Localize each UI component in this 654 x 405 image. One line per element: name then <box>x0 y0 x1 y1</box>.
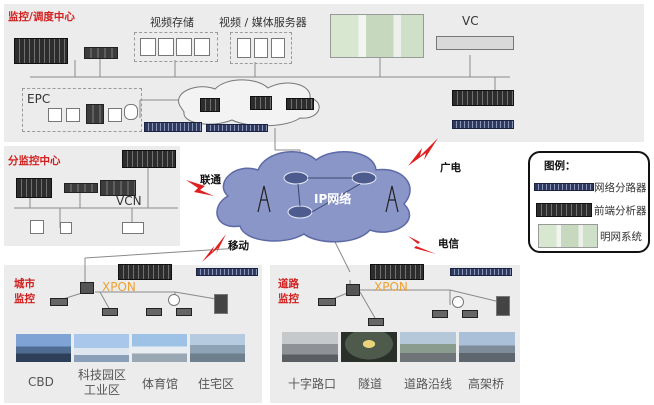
olt-device <box>80 282 94 294</box>
frontend-analyzer-device <box>118 264 172 280</box>
wireless-terminal <box>496 296 510 316</box>
server-unit <box>271 38 285 58</box>
frontend-analyzer-device <box>122 150 176 168</box>
vcn-label: VCN <box>116 194 142 208</box>
telecom-label: 电信 <box>438 238 459 250</box>
guangdian-label: 广电 <box>440 162 461 174</box>
epc-unit <box>124 104 138 120</box>
city-title-line1: 城市 <box>14 278 35 290</box>
vc-terminal <box>436 36 514 50</box>
storage-unit <box>140 38 156 56</box>
city-xpon-label: XPON <box>102 280 136 294</box>
epc-label: EPC <box>27 92 51 106</box>
network-router-device <box>144 122 202 132</box>
overpass-label: 高架桥 <box>468 377 505 391</box>
camera <box>176 308 192 316</box>
city-title: 城市监控 <box>14 277 35 307</box>
legend-ming-label: 明网系统 <box>600 231 642 243</box>
road-title: 道路监控 <box>278 277 299 307</box>
road-xpon-label: XPON <box>374 280 408 294</box>
park-photo <box>74 334 129 362</box>
frontend-analyzer-device <box>370 264 424 280</box>
camera <box>102 308 118 316</box>
network-router-device <box>450 268 512 276</box>
ming-system-screens <box>330 14 424 58</box>
storage-unit <box>158 38 174 56</box>
camera <box>368 318 384 326</box>
ip-network-label: IP网络 <box>314 192 352 206</box>
network-router-device <box>206 124 268 132</box>
tunnel-label: 隧道 <box>358 377 383 391</box>
pc-unit <box>30 220 44 234</box>
frontend-analyzer-device <box>452 90 514 106</box>
residential-photo <box>190 334 245 362</box>
cloud-device <box>200 98 220 112</box>
olt-device <box>346 284 360 296</box>
road-title-line2: 监控 <box>278 293 299 305</box>
camera <box>432 310 448 318</box>
cbd-photo <box>16 334 71 362</box>
network-router-device <box>452 120 514 129</box>
epc-unit <box>86 104 104 124</box>
console-device <box>84 47 118 59</box>
wireless-terminal <box>214 294 228 314</box>
roadside-photo <box>400 332 456 362</box>
legend-router-label: 网络分路器 <box>594 182 647 194</box>
legend-title: 图例： <box>544 160 576 172</box>
legend-analyzer-label: 前端分析器 <box>594 205 647 217</box>
pc-unit <box>60 222 72 234</box>
server-unit <box>254 38 268 58</box>
storage-unit <box>194 38 210 56</box>
epc-unit <box>108 108 122 122</box>
park-label-line2: 工业区 <box>84 383 121 397</box>
branch-center-title: 分监控中心 <box>8 155 61 167</box>
camera <box>146 308 162 316</box>
residential-label: 住宅区 <box>198 377 235 391</box>
video-storage-label: 视频存储 <box>150 16 194 29</box>
overpass-photo <box>459 332 515 362</box>
cloud-device <box>250 96 272 110</box>
video-storage-group <box>134 32 218 62</box>
tunnel-photo <box>341 332 397 362</box>
legend-ming-icon <box>538 224 598 248</box>
crossroad-photo <box>282 332 338 362</box>
roadside-label: 道路沿线 <box>404 377 453 391</box>
vc-label: VC <box>462 14 479 28</box>
legend-analyzer-icon <box>536 203 592 217</box>
media-server-label: 视频 / 媒体服务器 <box>219 16 307 29</box>
epc-unit <box>48 108 62 122</box>
stadium-photo <box>132 334 187 362</box>
vcn-device <box>100 180 136 196</box>
city-title-line2: 监控 <box>14 293 35 305</box>
video-wall-rack <box>14 38 68 64</box>
dome-camera <box>168 294 180 306</box>
server-unit <box>237 38 251 58</box>
storage-unit <box>176 38 192 56</box>
stadium-label: 体育馆 <box>142 377 179 391</box>
camera <box>50 298 68 306</box>
cbd-label: CBD <box>28 375 54 389</box>
park-label-line1: 科技园区 <box>78 368 127 382</box>
park-label: 科技园区工业区 <box>78 368 126 398</box>
monitor-center-title: 监控/调度中心 <box>8 11 75 23</box>
console-device <box>64 183 98 193</box>
road-title-line1: 道路 <box>278 278 299 290</box>
network-router-device <box>196 268 258 276</box>
legend-router-icon <box>534 183 594 191</box>
epc-unit <box>66 108 80 122</box>
media-server-group <box>230 32 292 64</box>
mobile-label: 移动 <box>228 240 249 252</box>
camera <box>462 310 478 318</box>
cloud-device <box>286 98 314 110</box>
epc-group <box>22 88 142 132</box>
video-wall-rack <box>16 178 52 198</box>
unicom-label: 联通 <box>200 174 221 186</box>
camera <box>318 298 336 306</box>
meeting-terminal <box>122 222 144 234</box>
crossroad-label: 十字路口 <box>288 377 337 391</box>
dome-camera <box>452 296 464 308</box>
